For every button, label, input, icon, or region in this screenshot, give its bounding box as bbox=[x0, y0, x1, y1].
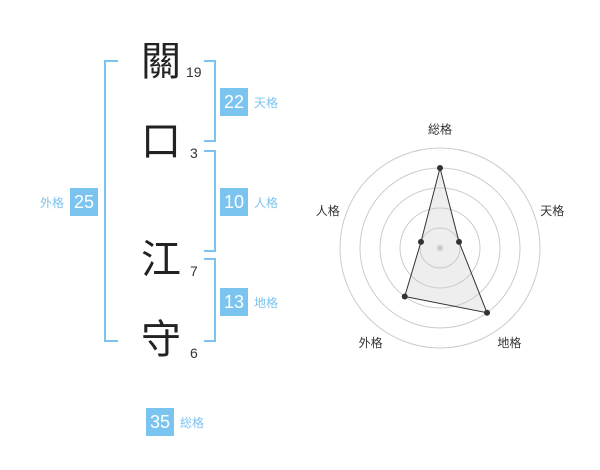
gaikaku-label: 外格 bbox=[40, 195, 65, 210]
name-char-1: 關 bbox=[141, 39, 181, 85]
radar-point bbox=[437, 165, 443, 171]
radar-axis-label: 総格 bbox=[428, 122, 452, 137]
radar-ring bbox=[419, 227, 461, 269]
soukaku-label: 総格 bbox=[180, 415, 205, 430]
radar-ring bbox=[379, 187, 501, 309]
stroke-count-3: 7 bbox=[190, 263, 198, 279]
chikaku-badge: 13 地格 bbox=[220, 288, 278, 316]
stroke-count-4: 6 bbox=[190, 345, 198, 361]
radar-ring bbox=[399, 207, 481, 289]
soukaku-value: 35 bbox=[146, 408, 174, 436]
gaikaku-value: 25 bbox=[70, 188, 99, 216]
jinkaku-bracket bbox=[204, 150, 216, 252]
gaikaku-badge: 外格 25 bbox=[40, 188, 99, 216]
tenkaku-bracket bbox=[204, 60, 216, 142]
radar-point bbox=[456, 238, 463, 245]
radar-area bbox=[404, 167, 488, 314]
radar-axis-label: 外格 bbox=[359, 335, 383, 350]
chikaku-bracket bbox=[204, 258, 216, 342]
radar-ring bbox=[339, 147, 541, 349]
name-char-4: 守 bbox=[141, 317, 181, 363]
tenkaku-label: 天格 bbox=[254, 95, 279, 110]
radar-center bbox=[437, 245, 443, 251]
chikaku-label: 地格 bbox=[254, 295, 279, 310]
jinkaku-label: 人格 bbox=[254, 195, 279, 210]
radar-axis-label: 人格 bbox=[316, 203, 340, 218]
jinkaku-badge: 10 人格 bbox=[220, 188, 278, 216]
tenkaku-badge: 22 天格 bbox=[220, 88, 278, 116]
radar-point bbox=[401, 293, 408, 300]
radar-axis-label: 地格 bbox=[497, 335, 521, 350]
radar-axis-label: 天格 bbox=[540, 203, 564, 218]
name-char-2: 口 bbox=[141, 119, 181, 165]
stroke-count-1: 19 bbox=[186, 64, 202, 80]
gaikaku-bracket bbox=[104, 60, 118, 342]
chikaku-value: 13 bbox=[220, 288, 248, 316]
soukaku-badge: 35 総格 bbox=[146, 408, 204, 436]
stroke-count-2: 3 bbox=[190, 145, 198, 161]
jinkaku-value: 10 bbox=[220, 188, 248, 216]
tenkaku-value: 22 bbox=[220, 88, 248, 116]
radar-point bbox=[484, 309, 491, 316]
radar-point bbox=[417, 238, 424, 245]
name-char-3: 江 bbox=[141, 237, 181, 283]
